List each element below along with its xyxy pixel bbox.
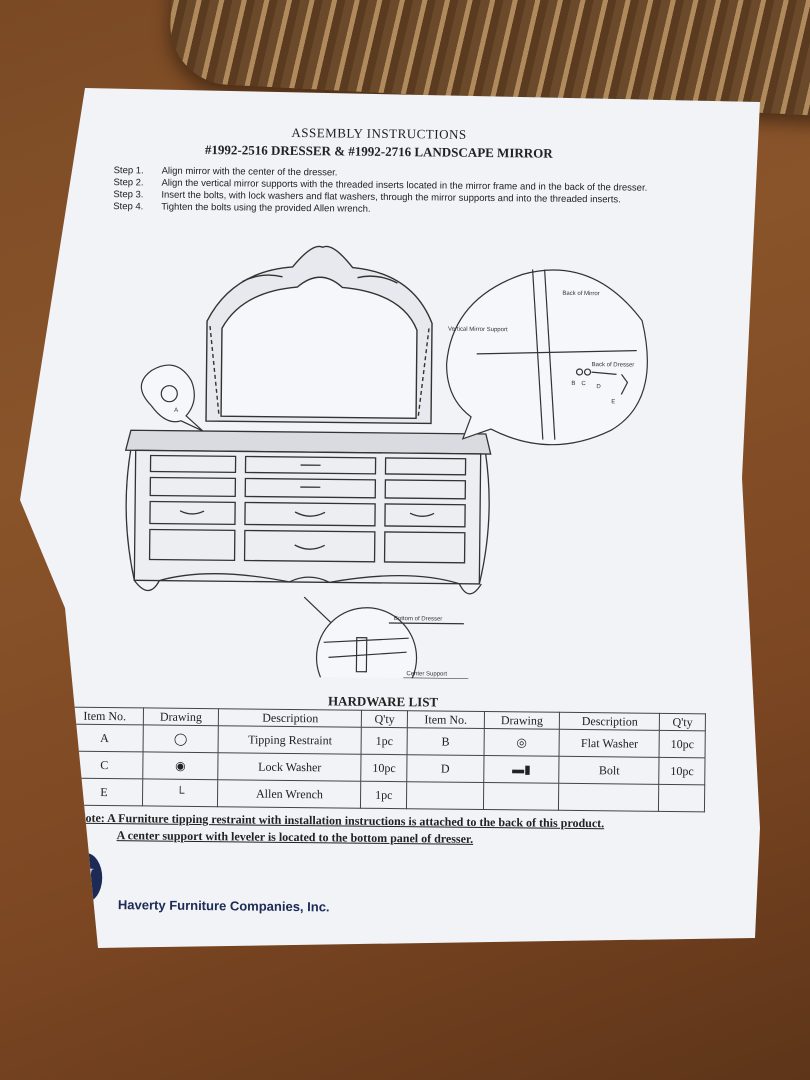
company-name: Haverty Furniture Companies, Inc.	[117, 897, 330, 915]
header-description-2: Description	[559, 712, 660, 731]
header-description: Description	[218, 708, 362, 728]
description: Bolt	[559, 756, 660, 785]
item-no: A	[66, 724, 144, 752]
notes: Note: A Furniture tipping restraint with…	[77, 811, 727, 850]
quantity: 10pc	[361, 754, 408, 782]
flat-washer-icon: ◎	[516, 734, 528, 749]
callout-letter-e: E	[611, 399, 615, 405]
description: Allen Wrench	[217, 779, 362, 809]
description: Lock Washer	[218, 752, 362, 782]
drawing-cell	[483, 782, 560, 811]
hardware-table: Item No. Drawing Description Q'ty Item N…	[65, 707, 706, 813]
quantity: 1pc	[361, 727, 408, 755]
step-number: Step 4.	[113, 201, 144, 213]
quantity: 10pc	[659, 730, 706, 758]
header-item-no: Item No.	[66, 707, 144, 725]
step-number: Step 3.	[113, 189, 144, 201]
instruction-sheet: ASSEMBLY INSTRUCTIONS #1992-2516 DRESSER…	[20, 88, 760, 948]
label-bottom-of-dresser: Bottom of Dresser	[394, 616, 442, 623]
item-no: B	[407, 727, 485, 756]
label-back-of-mirror: Back of Mirror	[562, 291, 599, 297]
dresser-drawing	[124, 429, 492, 595]
label-back-of-dresser: Back of Dresser	[592, 362, 635, 368]
header-drawing: Drawing	[143, 707, 219, 726]
step-number: Step 1.	[113, 165, 144, 177]
drawing-cell: └	[142, 778, 219, 807]
drawing-cell: ◎	[483, 728, 560, 757]
item-no: E	[65, 778, 143, 806]
center-support-detail: Bottom of Dresser Center Support	[303, 596, 469, 681]
document-subtitle: #1992-2516 DRESSER & #1992-2716 LANDSCAP…	[204, 142, 553, 161]
document-title: ASSEMBLY INSTRUCTIONS	[291, 124, 467, 142]
item-no: D	[406, 754, 484, 783]
drawing-cell: ◯	[142, 724, 219, 753]
step-number: Step 2.	[113, 177, 144, 189]
callout-letter-d: D	[596, 384, 601, 390]
table-row: E └ Allen Wrench 1pc	[65, 778, 705, 812]
tipping-restraint-callout: A	[140, 364, 204, 432]
header-item-no-2: Item No.	[407, 710, 485, 729]
description: Tipping Restraint	[218, 725, 362, 755]
item-no	[406, 781, 484, 810]
label-center-support: Center Support	[406, 671, 447, 677]
allen-wrench-icon: └	[175, 785, 185, 800]
hardware-list-title: HARDWARE LIST	[327, 693, 439, 710]
assembly-steps: Step 1. Align mirror with the center of …	[113, 165, 673, 219]
lock-washer-icon: ◉	[175, 758, 186, 773]
callout-letter-c: C	[581, 381, 586, 387]
item-no: C	[65, 751, 143, 779]
quantity: 1pc	[360, 781, 407, 809]
dresser-mirror-illustration: A Back of Mirror Vertical Mirror Support…	[124, 245, 648, 681]
mirror-drawing	[205, 245, 433, 425]
header-drawing-2: Drawing	[484, 711, 560, 730]
callout-letter-a: A	[174, 408, 178, 414]
header-qty: Q'ty	[361, 710, 408, 728]
quantity: 10pc	[659, 757, 706, 785]
drawing-cell: ▬▮	[483, 755, 560, 784]
header-qty-2: Q'ty	[659, 713, 706, 731]
callout-letter-b: B	[571, 381, 575, 387]
label-vertical-mirror-support: Vertical Mirror Support	[448, 327, 508, 334]
description	[558, 783, 660, 812]
bolt-icon: ▬▮	[512, 761, 531, 776]
description: Flat Washer	[559, 729, 660, 758]
haverty-logo: H	[67, 852, 103, 904]
quantity	[658, 784, 705, 812]
drawing-cell: ◉	[142, 751, 219, 780]
mirror-support-detail: Back of Mirror Vertical Mirror Support B…	[446, 269, 648, 446]
tipping-restraint-icon: ◯	[173, 731, 188, 746]
